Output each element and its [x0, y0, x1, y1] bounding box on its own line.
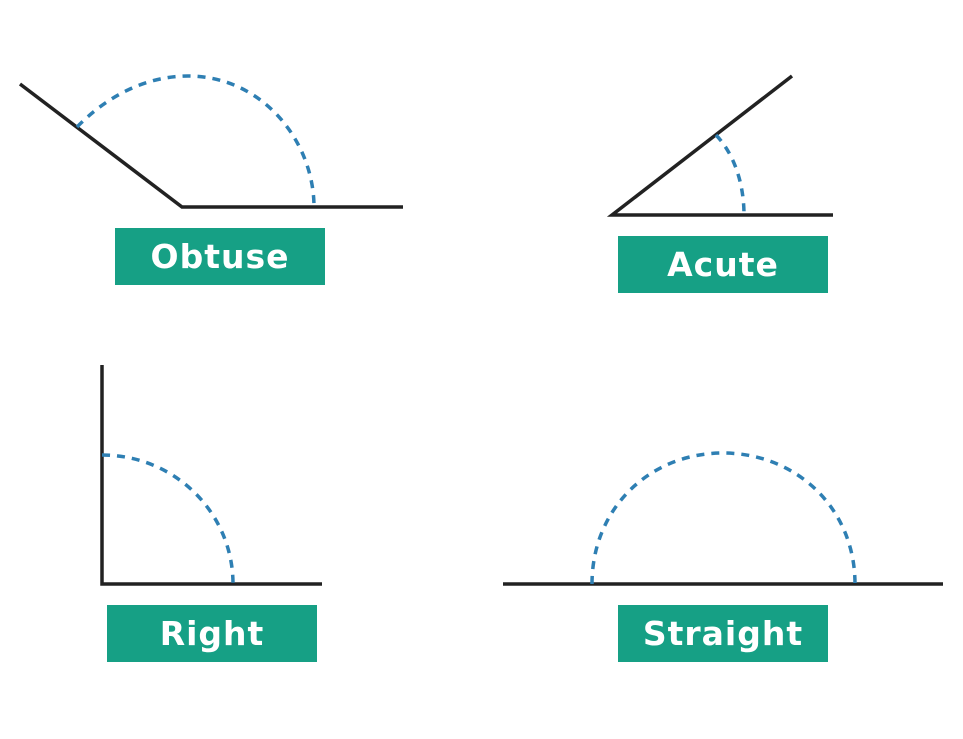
right-angle-rays: [100, 365, 322, 586]
straight-angle-figure: [503, 451, 943, 586]
right-label: Right: [107, 605, 317, 662]
obtuse-label: Obtuse: [115, 228, 325, 285]
acute-angle-figure: [606, 74, 833, 217]
straight-label: Straight: [618, 605, 828, 662]
obtuse-angle-figure: [18, 74, 403, 209]
right-angle-figure: [100, 365, 322, 586]
acute-angle-rays: [606, 74, 833, 217]
right-angle-arc: [101, 453, 235, 585]
obtuse-angle-rays: [18, 82, 403, 209]
obtuse-angle-arc: [75, 74, 316, 208]
acute-angle-arc: [714, 133, 746, 216]
straight-angle-arc: [590, 451, 857, 585]
acute-label: Acute: [618, 236, 828, 293]
